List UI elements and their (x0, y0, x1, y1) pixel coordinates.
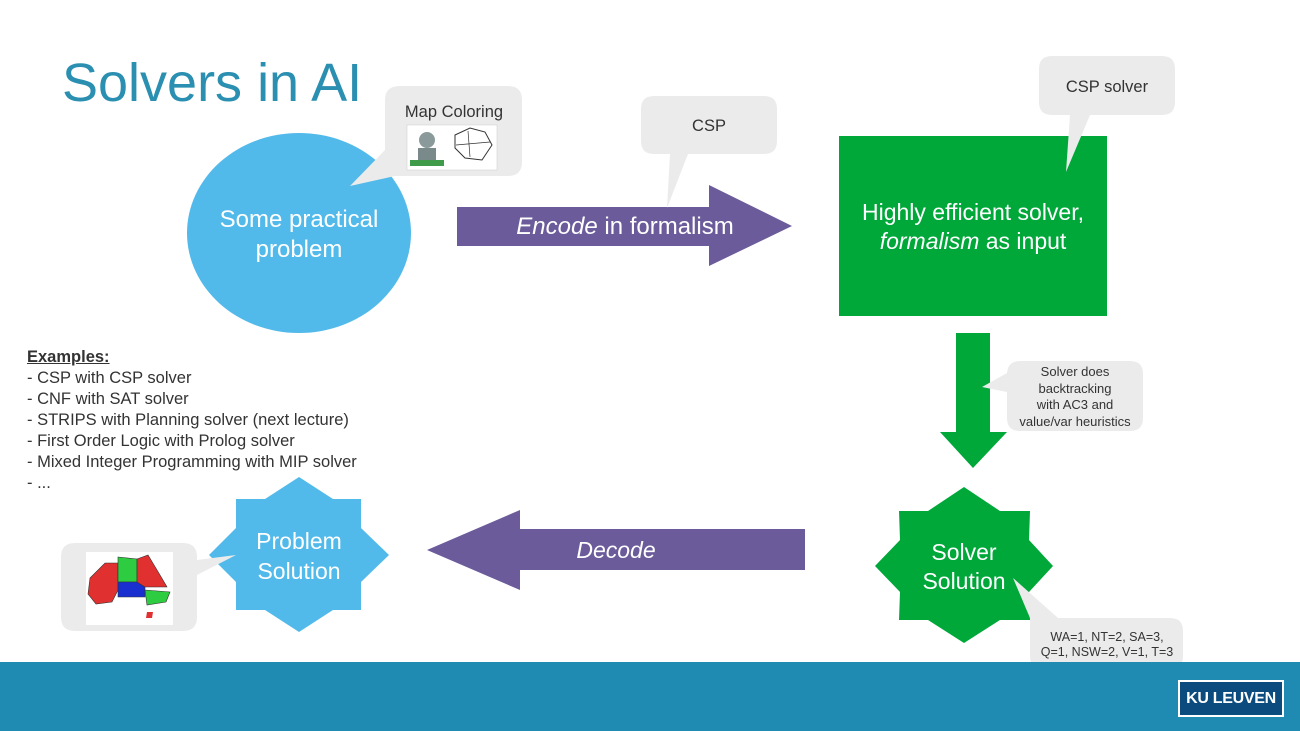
assignment-line1: WA=1, NT=2, SA=3, (1050, 630, 1163, 644)
decode-arrow (427, 510, 805, 590)
problem-solution-line1: Problem (256, 528, 342, 554)
example-item: - First Order Logic with Prolog solver (27, 432, 295, 450)
australia-map-illustration (86, 552, 173, 625)
problem-solution-star[interactable] (209, 477, 389, 632)
example-item: - CNF with SAT solver (27, 390, 189, 408)
csp-callout: CSP (641, 96, 777, 208)
solver-box[interactable] (839, 136, 1107, 316)
solve-arrow (940, 333, 1007, 468)
assignment-callout: WA=1, NT=2, SA=3, Q=1, NSW=2, V=1, T=3 (1013, 578, 1183, 669)
encode-label: Encode in formalism (516, 213, 733, 240)
encode-arrow (457, 185, 792, 266)
solver-does-line2: backtracking (1039, 381, 1112, 396)
map-coloring-illustration (406, 124, 498, 171)
australia-map-callout (61, 543, 236, 631)
assignment-line2: Q=1, NSW=2, V=1, T=3 (1041, 645, 1174, 659)
solver-solution-star[interactable] (875, 487, 1053, 643)
problem-solution-line2: Solution (257, 558, 340, 584)
problem-label-line1: Some practical (220, 206, 379, 233)
examples-list: Examples: - CSP with CSP solver - CNF wi… (27, 347, 357, 494)
solver-does-line4: value/var heuristics (1019, 414, 1131, 429)
ku-leuven-logo: KU LEUVEN (1178, 680, 1284, 717)
map-coloring-callout: Map Coloring (350, 86, 522, 186)
solver-does-callout: Solver does backtracking with AC3 and va… (982, 361, 1143, 431)
solver-solution-line1: Solver (931, 539, 997, 565)
csp-callout-text: CSP (692, 117, 726, 135)
solver-does-line3: with AC3 and (1036, 397, 1114, 412)
example-item: - ... (27, 474, 51, 492)
solver-label-line2: formalism as input (880, 228, 1067, 254)
map-coloring-text: Map Coloring (405, 103, 503, 121)
example-item: - STRIPS with Planning solver (next lect… (27, 411, 349, 429)
slide-title: Solvers in AI (62, 53, 363, 113)
decode-label: Decode (576, 537, 655, 563)
footer-bar (0, 662, 1300, 731)
example-item: - CSP with CSP solver (27, 369, 192, 387)
solver-solution-line2: Solution (922, 568, 1005, 594)
problem-label-line2: problem (256, 236, 343, 263)
csp-solver-callout-text: CSP solver (1066, 78, 1149, 96)
csp-solver-callout: CSP solver (1039, 56, 1175, 172)
example-item: - Mixed Integer Programming with MIP sol… (27, 453, 357, 471)
solver-does-line1: Solver does (1041, 364, 1110, 379)
examples-heading: Examples: (27, 348, 110, 366)
solver-label-line1: Highly efficient solver, (862, 199, 1084, 225)
